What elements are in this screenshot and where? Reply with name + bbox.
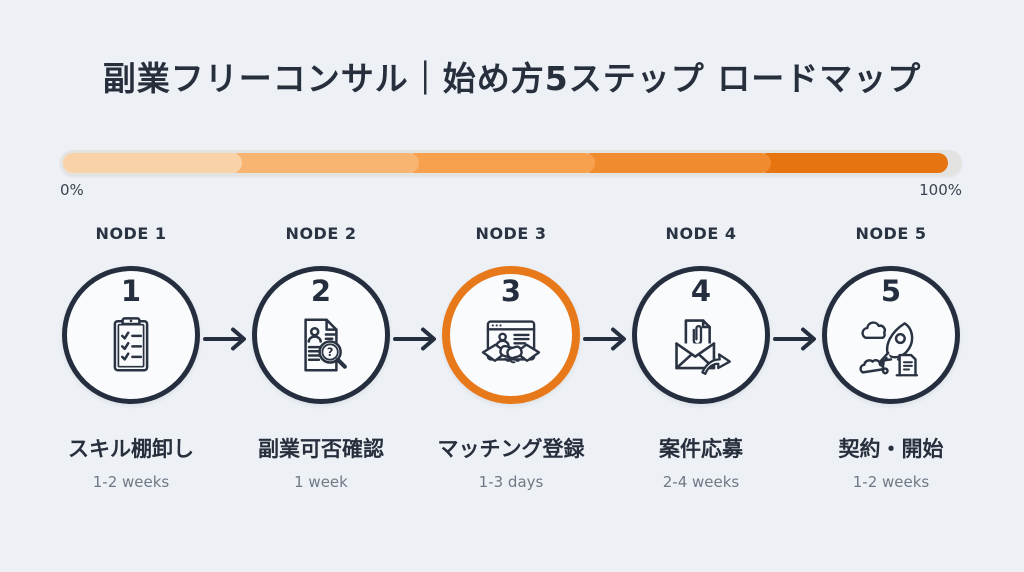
node-number: 3 bbox=[500, 274, 522, 308]
node-duration: 1-2 weeks bbox=[852, 473, 930, 491]
node-circle-3-highlighted: 3 bbox=[442, 266, 580, 404]
node-title: 契約・開始 bbox=[838, 437, 944, 461]
node-number: 4 bbox=[690, 274, 712, 308]
node-duration: 1-2 weeks bbox=[92, 473, 170, 491]
node-tag: NODE 1 bbox=[95, 224, 167, 243]
node-title: 案件応募 bbox=[659, 437, 743, 461]
flow-arrow-icon bbox=[393, 327, 436, 351]
flow-arrow-icon bbox=[203, 327, 246, 351]
node-circle-2: 2 bbox=[252, 266, 390, 404]
document-search-icon: ? bbox=[286, 309, 356, 385]
progress-segment-3 bbox=[404, 153, 595, 173]
progress-segment-5 bbox=[757, 153, 948, 173]
node-title: マッチング登録 bbox=[437, 437, 585, 461]
step-node-1: NODE 1 1 bbox=[36, 224, 226, 491]
node-duration: 2-4 weeks bbox=[662, 473, 740, 491]
browser-handshake-icon bbox=[475, 309, 547, 383]
node-duration: 1-3 days bbox=[478, 473, 544, 491]
step-node-5: NODE 5 5 bbox=[796, 224, 986, 491]
flow-arrow-icon bbox=[583, 327, 626, 351]
step-node-2: NODE 2 2 bbox=[226, 224, 416, 491]
node-tag: NODE 5 bbox=[855, 224, 927, 243]
node-number: 1 bbox=[120, 274, 142, 308]
node-tag: NODE 4 bbox=[665, 224, 737, 243]
node-duration: 1 week bbox=[294, 473, 348, 491]
node-circle-5: 5 bbox=[822, 266, 960, 404]
node-title: スキル棚卸し bbox=[68, 437, 194, 461]
progress-start-label: 0% bbox=[60, 181, 84, 199]
node-circle-4: 4 bbox=[632, 266, 770, 404]
rocket-launch-icon bbox=[855, 309, 927, 385]
svg-text:?: ? bbox=[327, 346, 334, 359]
progress-segment-2 bbox=[228, 153, 419, 173]
node-title: 副業可否確認 bbox=[258, 437, 384, 461]
envelope-send-icon bbox=[665, 309, 737, 385]
clipboard-checklist-icon bbox=[96, 309, 166, 385]
progress-segment-4 bbox=[580, 153, 772, 173]
step-node-4: NODE 4 4 案件応募 2-4 week bbox=[606, 224, 796, 491]
node-number: 5 bbox=[880, 274, 902, 308]
progress-end-label: 100% bbox=[919, 181, 962, 199]
flow-arrow-icon bbox=[773, 327, 816, 351]
progress-bar bbox=[60, 150, 962, 176]
node-tag: NODE 2 bbox=[285, 224, 357, 243]
progress-segment-1 bbox=[63, 153, 243, 173]
page-title: 副業フリーコンサル｜始め方5ステップ ロードマップ bbox=[102, 59, 922, 98]
node-tag: NODE 3 bbox=[475, 224, 547, 243]
node-number: 2 bbox=[310, 274, 332, 308]
step-node-3: NODE 3 3 bbox=[416, 224, 606, 491]
steps-row: NODE 1 1 bbox=[36, 224, 986, 491]
node-circle-1: 1 bbox=[62, 266, 200, 404]
